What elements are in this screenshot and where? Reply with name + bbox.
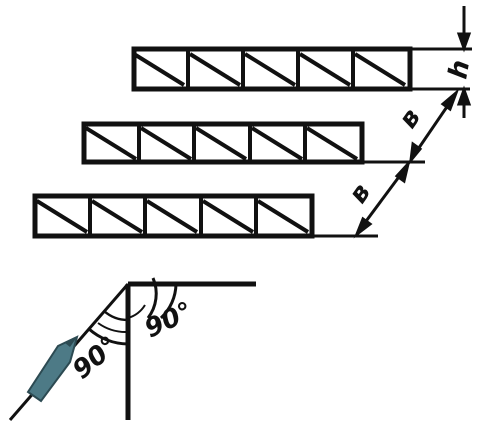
pen-tip bbox=[65, 337, 77, 347]
arrowhead bbox=[440, 88, 460, 112]
angle-detail bbox=[8, 277, 256, 421]
angle-label-right: 90° bbox=[140, 296, 197, 344]
row-middle-frame bbox=[81, 121, 365, 165]
row-top-frame bbox=[131, 46, 413, 92]
row-bottom-frame bbox=[32, 193, 315, 239]
arrowhead bbox=[408, 141, 423, 165]
pen-body bbox=[26, 335, 79, 403]
angle-arc-left-inner bbox=[103, 310, 129, 322]
row-middle-hatch bbox=[194, 126, 248, 161]
row-top-hatch bbox=[188, 52, 242, 87]
dimension-gap-lines bbox=[353, 88, 460, 239]
gap-label-upper: в bbox=[393, 103, 427, 134]
arrowhead bbox=[394, 158, 411, 184]
hatch-row-bottom bbox=[32, 193, 315, 239]
row-top-hatch bbox=[353, 52, 407, 87]
row-middle-hatch bbox=[139, 126, 193, 161]
angle-arc-right-outer bbox=[159, 283, 178, 320]
row-middle-hatch bbox=[305, 126, 359, 161]
row-bottom-hatch bbox=[145, 199, 199, 234]
row-top-hatch bbox=[298, 52, 352, 87]
hatch-row-top bbox=[131, 46, 413, 92]
gap-label-lower: в bbox=[343, 178, 377, 209]
row-bottom-hatch bbox=[90, 199, 144, 234]
row-top-hatch bbox=[243, 52, 297, 87]
row-bottom-hatch bbox=[35, 199, 89, 234]
angle-arc-left-mid bbox=[97, 322, 129, 334]
arrowhead bbox=[456, 85, 472, 106]
angle-arc-left bbox=[88, 327, 129, 346]
hatch-row-middle bbox=[81, 121, 365, 165]
row-middle-hatch bbox=[84, 126, 138, 161]
dimension-extensions bbox=[312, 47, 472, 238]
angle-arc-right bbox=[146, 277, 158, 319]
height-label: h bbox=[443, 58, 476, 81]
angle-arc-right-inner bbox=[127, 304, 146, 319]
row-top-hatch bbox=[132, 52, 186, 87]
height-dimension bbox=[456, 6, 472, 118]
arrowhead bbox=[353, 216, 373, 239]
row-bottom-hatch bbox=[256, 199, 310, 234]
row-middle-hatch bbox=[250, 126, 304, 161]
arrowhead bbox=[456, 32, 472, 53]
row-bottom-hatch bbox=[201, 199, 255, 234]
pen bbox=[26, 335, 79, 403]
